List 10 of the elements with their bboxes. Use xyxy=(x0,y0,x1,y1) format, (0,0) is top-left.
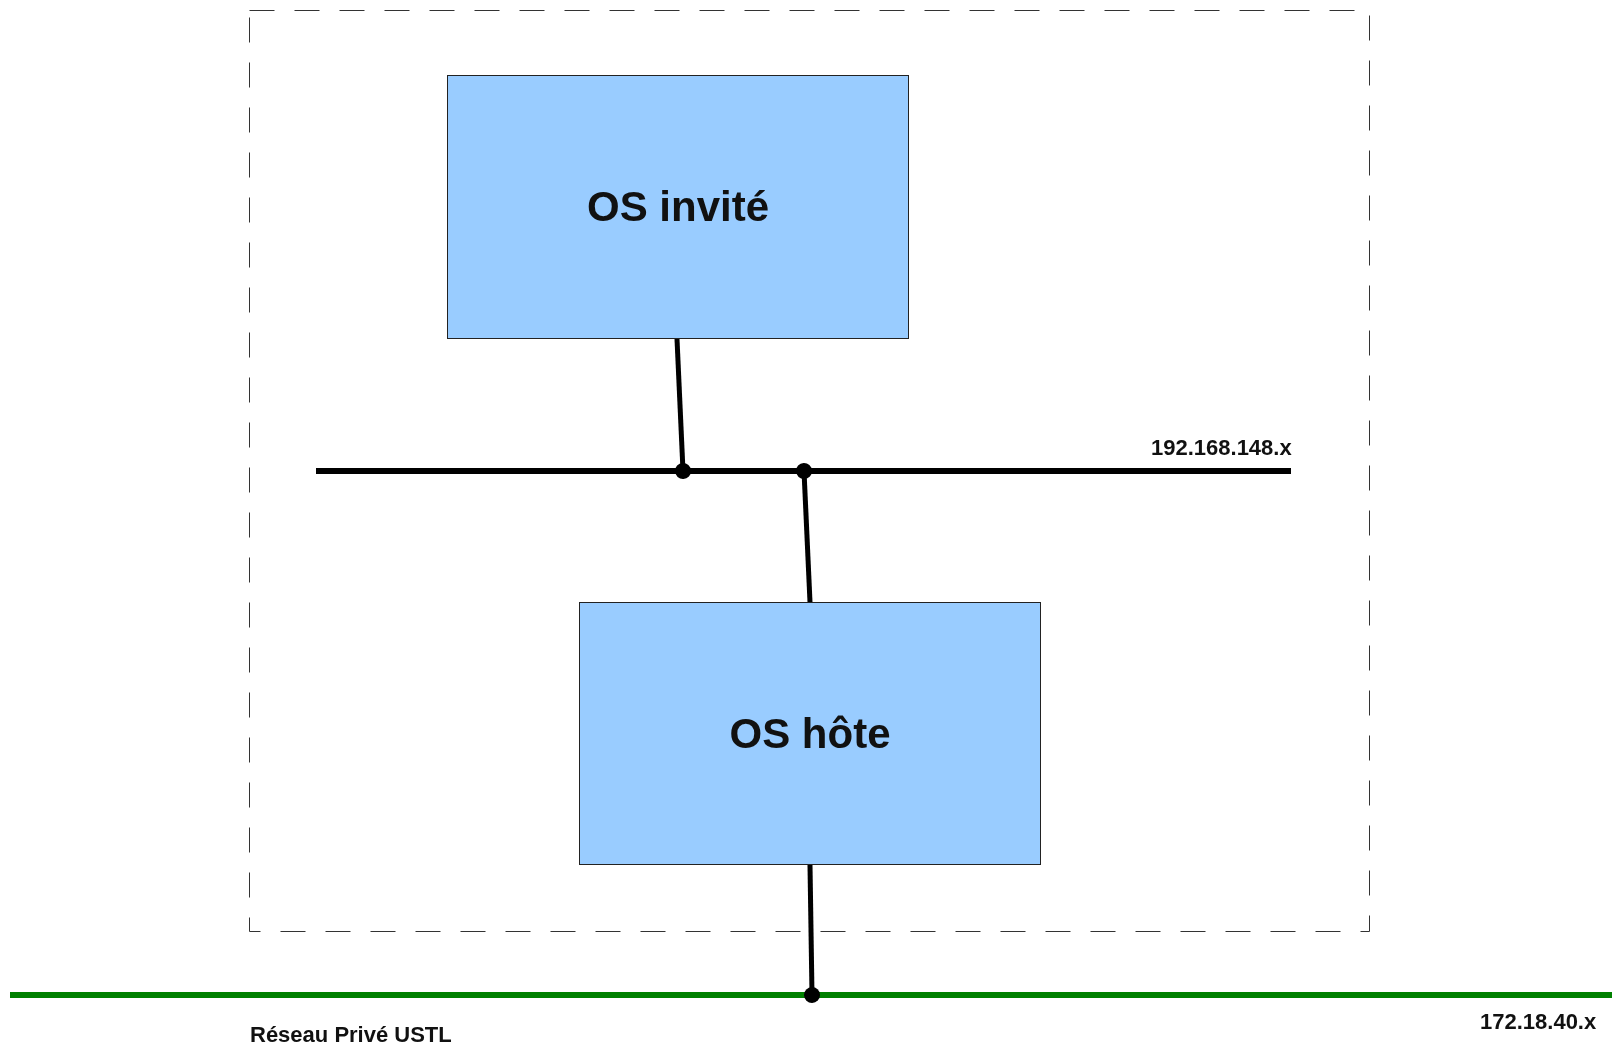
network-label: 172.18.40.x xyxy=(1480,1009,1597,1035)
os-label: OS hôte xyxy=(729,709,891,758)
connector-line xyxy=(804,864,820,1003)
connector-line xyxy=(796,463,813,603)
connector-line xyxy=(674,338,691,479)
os-box xyxy=(447,75,909,339)
os-label: OS invité xyxy=(586,183,770,231)
os-box xyxy=(579,602,1041,865)
network-label: 192.168.148.x xyxy=(1151,435,1292,461)
network-label: Réseau Privé USTL xyxy=(250,1022,452,1048)
